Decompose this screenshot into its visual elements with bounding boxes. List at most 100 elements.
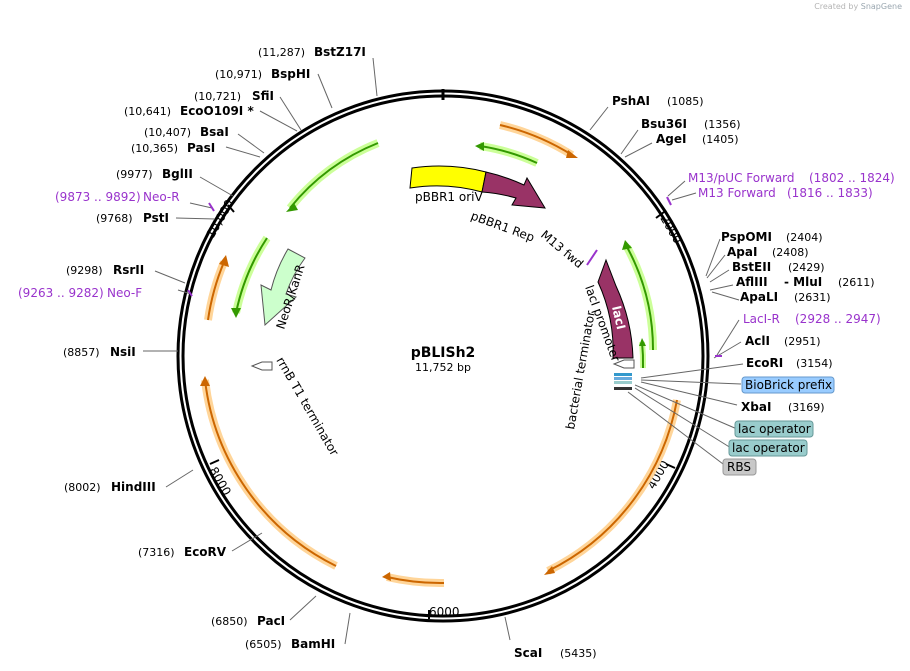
primer-m13-forward[interactable]: M13 Forward(1816 .. 1833) <box>698 186 873 200</box>
ori-feature <box>409 165 487 193</box>
svg-text:Neo-F: Neo-F <box>107 286 142 300</box>
m13-forward-mark <box>666 196 672 206</box>
svg-text:BamHI: BamHI <box>291 637 335 651</box>
callout-biobrick-prefix[interactable]: BioBrick prefix <box>741 376 835 394</box>
enzyme-apali[interactable]: ApaLI(2631) <box>740 290 831 304</box>
svg-text:ScaI: ScaI <box>514 646 542 660</box>
svg-text:SfiI: SfiI <box>252 89 274 103</box>
enzyme-hindiii[interactable]: (8002)HindIII <box>64 480 156 494</box>
enzyme-ecori[interactable]: EcoRI (3154) <box>746 356 833 370</box>
svg-text:BsaI: BsaI <box>200 125 229 139</box>
enzyme-afliii-mlui[interactable]: AflIII - MluI (2611) <box>736 275 875 289</box>
svg-text:(10,971): (10,971) <box>215 68 262 81</box>
svg-text:(2408): (2408) <box>772 246 809 259</box>
svg-text:LacI-R: LacI-R <box>743 312 780 326</box>
svg-text:(7316): (7316) <box>138 546 175 559</box>
plasmid-length: 11,752 bp <box>415 361 471 374</box>
svg-text:(1816 .. 1833): (1816 .. 1833) <box>787 186 873 200</box>
primer-neo-r[interactable]: (9873 .. 9892)Neo-R <box>55 190 180 204</box>
enzyme-psti[interactable]: (9768) PstI <box>96 211 169 225</box>
rrnb-feature <box>250 361 273 371</box>
svg-text:(2611): (2611) <box>838 276 875 289</box>
enzyme-bsai[interactable]: (10,407)BsaI <box>144 125 229 139</box>
svg-text:(9977): (9977) <box>116 168 153 181</box>
primer-m13-puc-forward[interactable]: M13/pUC Forward(1802 .. 1824) <box>688 171 895 185</box>
primer-laci-r[interactable]: LacI-R (2928 .. 2947) <box>743 312 881 326</box>
primer-neo-f[interactable]: (9263 .. 9282)Neo-F <box>18 286 142 300</box>
svg-text:PshAI: PshAI <box>612 94 650 108</box>
enzyme-rsrii[interactable]: (9298) RsrII <box>66 263 144 277</box>
enzyme-pasi[interactable]: (10,365) PasI <box>131 141 215 155</box>
tick-2000: 2000 <box>655 211 685 246</box>
callout-lac-operator-2[interactable]: lac operator <box>728 439 808 457</box>
enzyme-acli[interactable]: AclI(2951) <box>745 334 821 348</box>
svg-text:EcoRV: EcoRV <box>184 545 227 559</box>
svg-text:(3169): (3169) <box>788 401 825 414</box>
credit-prefix: Created by <box>814 2 859 11</box>
enzyme-xbai[interactable]: XbaI (3169) <box>741 400 825 414</box>
snapgene-logo: SnapGene <box>860 2 902 11</box>
enzyme-nsii[interactable]: (8857)NsiI <box>63 345 136 359</box>
svg-text:RsrII: RsrII <box>113 263 144 277</box>
svg-text:AflIII: AflIII <box>736 275 768 289</box>
svg-text:HindIII: HindIII <box>111 480 156 494</box>
svg-text:(9263 .. 9282): (9263 .. 9282) <box>18 286 104 300</box>
enzyme-sfii[interactable]: (10,721) SfiI <box>194 89 274 103</box>
enzyme-apai[interactable]: ApaI (2408) <box>727 245 809 259</box>
svg-text:(5435): (5435) <box>560 647 597 660</box>
rep-label: pBBR1 Rep <box>469 209 536 245</box>
neo-feature <box>260 248 306 327</box>
operator-boxes <box>614 373 632 390</box>
svg-text:(2951): (2951) <box>784 335 821 348</box>
enzyme-bsphi[interactable]: (10,971) BspHI <box>215 67 310 81</box>
rep-feature <box>481 171 546 209</box>
svg-text:(10,365): (10,365) <box>131 142 178 155</box>
svg-text:(1085): (1085) <box>667 95 704 108</box>
enzyme-agei[interactable]: AgeI(1405) <box>656 132 739 146</box>
enzyme-bsteii[interactable]: BstEII(2429) <box>732 260 825 274</box>
neo-r-mark <box>208 202 215 212</box>
svg-text:- MluI: - MluI <box>784 275 822 289</box>
svg-text:M13/pUC Forward: M13/pUC Forward <box>688 171 795 185</box>
svg-text:(2928 .. 2947): (2928 .. 2947) <box>795 312 881 326</box>
svg-text:(11,287): (11,287) <box>258 46 305 59</box>
enzyme-ecoo109i[interactable]: (10,641)EcoO109I * <box>124 104 254 118</box>
laci-feature <box>597 258 634 359</box>
green-orfs <box>231 139 658 369</box>
enzyme-bsu36i[interactable]: Bsu36I(1356) <box>641 117 741 131</box>
svg-text:PasI: PasI <box>187 141 215 155</box>
svg-text:EcoO109I *: EcoO109I * <box>180 104 254 118</box>
svg-text:BioBrick prefix: BioBrick prefix <box>745 378 832 392</box>
svg-text:(9768): (9768) <box>96 212 133 225</box>
svg-text:BstEII: BstEII <box>732 260 771 274</box>
enzyme-paci[interactable]: (6850)PacI <box>211 614 285 628</box>
m13fwd-label: M13 fwd <box>538 228 586 271</box>
svg-text:XbaI: XbaI <box>741 400 771 414</box>
svg-text:(3154): (3154) <box>796 357 833 370</box>
laci-promoter-feature <box>612 359 635 369</box>
right-leaders <box>504 106 744 641</box>
svg-text:lac operator: lac operator <box>732 441 805 455</box>
enzyme-bstz17i[interactable]: (11,287)BstZ17I <box>258 45 366 59</box>
svg-text:ApaI: ApaI <box>727 245 757 259</box>
svg-text:PstI: PstI <box>143 211 169 225</box>
svg-text:2000: 2000 <box>657 213 684 246</box>
svg-text:(6850): (6850) <box>211 615 248 628</box>
enzyme-ecorv[interactable]: (7316) EcoRV <box>138 545 227 559</box>
svg-text:(10,721): (10,721) <box>194 90 241 103</box>
svg-text:BglII: BglII <box>162 167 193 181</box>
enzyme-pspomi[interactable]: PspOMI(2404) <box>721 230 823 244</box>
enzyme-pshai[interactable]: PshAI (1085) <box>612 94 704 108</box>
svg-text:EcoRI: EcoRI <box>746 356 783 370</box>
enzyme-bglii[interactable]: (9977) BglII <box>116 167 193 181</box>
svg-text:BspHI: BspHI <box>271 67 310 81</box>
callout-lac-operator-1[interactable]: lac operator <box>734 420 814 438</box>
tick-6000: 6000 <box>428 605 460 619</box>
svg-text:(1405): (1405) <box>702 133 739 146</box>
enzyme-bamhi[interactable]: (6505) BamHI <box>245 637 335 651</box>
callout-rbs[interactable]: RBS <box>722 458 757 476</box>
enzyme-scai[interactable]: ScaI (5435) <box>514 646 597 660</box>
svg-text:(9298): (9298) <box>66 264 103 277</box>
svg-text:(6505): (6505) <box>245 638 282 651</box>
